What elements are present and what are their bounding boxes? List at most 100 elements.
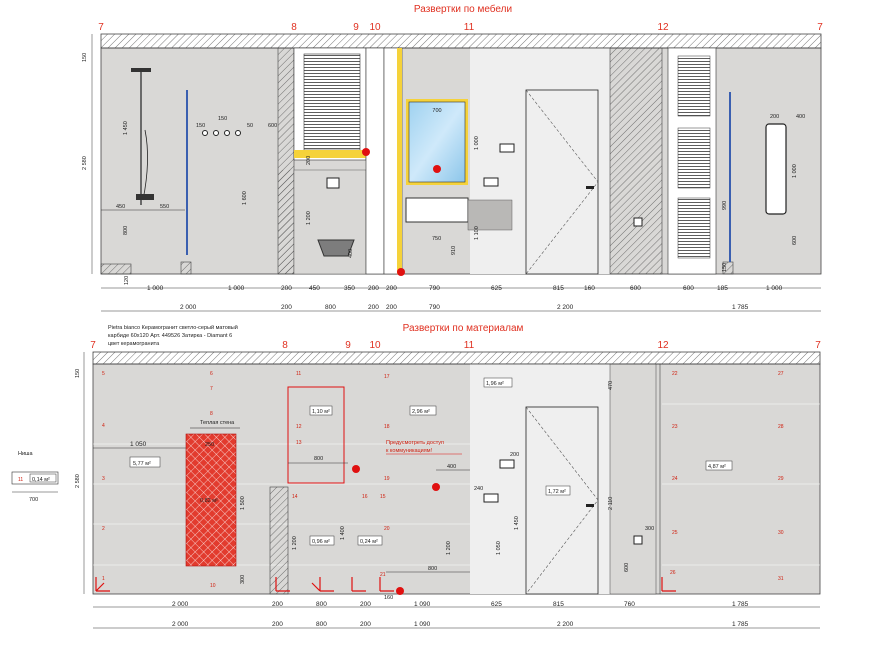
svg-text:150: 150 xyxy=(218,116,227,122)
svg-text:1,96 м²: 1,96 м² xyxy=(486,381,504,387)
svg-text:22: 22 xyxy=(672,371,678,377)
svg-text:200: 200 xyxy=(368,304,379,311)
svg-text:240: 240 xyxy=(474,486,483,492)
svg-text:760: 760 xyxy=(624,601,635,608)
svg-text:5,77 м²: 5,77 м² xyxy=(133,461,151,467)
svg-text:350: 350 xyxy=(344,285,355,292)
svg-text:450: 450 xyxy=(116,204,125,210)
svg-text:910: 910 xyxy=(451,246,457,255)
access-note-2: к коммуникациям! xyxy=(386,448,433,454)
svg-text:1 450: 1 450 xyxy=(123,121,129,135)
svg-text:29: 29 xyxy=(778,476,784,482)
svg-text:700: 700 xyxy=(29,497,38,503)
svg-text:1 000: 1 000 xyxy=(766,285,783,292)
svg-text:1 600: 1 600 xyxy=(242,191,248,205)
svg-text:14: 14 xyxy=(292,494,298,500)
toilet xyxy=(317,239,355,257)
svg-text:1 785: 1 785 xyxy=(732,621,749,628)
svg-text:400: 400 xyxy=(447,464,456,470)
svg-text:625: 625 xyxy=(491,601,502,608)
svg-text:200: 200 xyxy=(360,601,371,608)
bottom-dim-row-1: 2 000 200 800 200 1 090 625 815 760 1 78… xyxy=(172,601,749,608)
svg-text:4: 4 xyxy=(102,423,105,429)
svg-text:160: 160 xyxy=(384,595,393,601)
svg-text:200: 200 xyxy=(368,285,379,292)
svg-text:2 000: 2 000 xyxy=(172,601,189,608)
svg-text:1: 1 xyxy=(102,576,105,582)
warm-wall-label: Теплая стена xyxy=(200,420,235,426)
svg-text:200: 200 xyxy=(281,304,292,311)
top-axis-9: 9 xyxy=(353,22,359,33)
svg-text:600: 600 xyxy=(683,285,694,292)
svg-text:19: 19 xyxy=(384,476,390,482)
svg-text:1 090: 1 090 xyxy=(414,621,431,628)
svg-text:150: 150 xyxy=(722,263,728,272)
svg-text:400: 400 xyxy=(796,114,805,120)
svg-text:1 450: 1 450 xyxy=(514,516,520,530)
svg-text:600: 600 xyxy=(792,236,798,245)
access-note-1: Предусмотреть доступ xyxy=(386,440,444,446)
svg-text:200: 200 xyxy=(770,114,779,120)
top-axis-11: 11 xyxy=(464,22,475,33)
svg-text:400: 400 xyxy=(348,249,354,258)
svg-text:150: 150 xyxy=(196,123,205,129)
svg-text:1 000: 1 000 xyxy=(147,285,164,292)
svg-text:250: 250 xyxy=(205,442,214,448)
svg-text:160: 160 xyxy=(584,285,595,292)
svg-text:1 000: 1 000 xyxy=(474,136,480,150)
svg-text:200: 200 xyxy=(510,452,519,458)
svg-text:200: 200 xyxy=(306,156,312,165)
svg-text:990: 990 xyxy=(722,201,728,210)
svg-text:150: 150 xyxy=(75,369,81,378)
bottom-ceiling-slab xyxy=(92,351,821,365)
svg-text:17: 17 xyxy=(384,374,390,380)
top-title: Развертки по мебели xyxy=(414,3,512,15)
svg-text:1,10 м²: 1,10 м² xyxy=(312,409,330,415)
origin-arrows xyxy=(95,577,676,592)
svg-text:300: 300 xyxy=(645,526,654,532)
svg-text:1 000: 1 000 xyxy=(228,285,245,292)
top-marker-2 xyxy=(397,268,405,276)
svg-text:625: 625 xyxy=(491,285,502,292)
svg-text:4,87 м²: 4,87 м² xyxy=(708,464,726,470)
svg-text:790: 790 xyxy=(429,285,440,292)
svg-text:11: 11 xyxy=(296,371,301,377)
svg-text:700: 700 xyxy=(432,108,441,114)
svg-text:600: 600 xyxy=(624,563,630,572)
svg-text:26: 26 xyxy=(670,570,676,576)
warm-wall-zone xyxy=(185,433,237,567)
svg-text:20: 20 xyxy=(384,526,390,532)
top-height-top: 150 xyxy=(82,53,88,62)
shower-set xyxy=(131,68,188,255)
svg-text:1 400: 1 400 xyxy=(340,526,346,540)
svg-text:200: 200 xyxy=(272,621,283,628)
svg-text:200: 200 xyxy=(360,621,371,628)
svg-text:10: 10 xyxy=(210,583,216,589)
bottom-elevation: Pietra bianco Керамогранит светло-серый … xyxy=(11,323,821,629)
svg-text:800: 800 xyxy=(314,456,323,462)
material-note-1: Pietra bianco Керамогранит светло-серый … xyxy=(108,324,238,331)
top-ceiling-slab xyxy=(100,33,822,49)
svg-text:1 050: 1 050 xyxy=(496,541,502,555)
svg-text:800: 800 xyxy=(316,601,327,608)
svg-text:8: 8 xyxy=(210,411,213,417)
niche-label: Ниша xyxy=(18,451,33,457)
svg-text:3: 3 xyxy=(102,476,105,482)
svg-text:200: 200 xyxy=(272,601,283,608)
material-note-3: цвет керамогранита xyxy=(108,341,160,347)
svg-text:120: 120 xyxy=(124,276,130,285)
top-louver-hatch xyxy=(303,53,361,151)
svg-text:10: 10 xyxy=(369,340,381,351)
svg-text:0,82 м²: 0,82 м² xyxy=(200,498,218,504)
svg-text:470: 470 xyxy=(608,381,614,390)
top-height-total: 2 580 xyxy=(82,156,88,170)
vanity-basin xyxy=(405,197,469,223)
svg-text:7: 7 xyxy=(210,386,213,392)
svg-text:18: 18 xyxy=(384,424,390,430)
svg-text:11: 11 xyxy=(464,340,475,351)
svg-text:2 580: 2 580 xyxy=(75,474,81,488)
top-door-wall xyxy=(470,48,610,274)
svg-text:7: 7 xyxy=(90,340,96,351)
material-note-2: карбиде 60х120 Арт. 449526 Затирка - Dia… xyxy=(108,333,232,339)
